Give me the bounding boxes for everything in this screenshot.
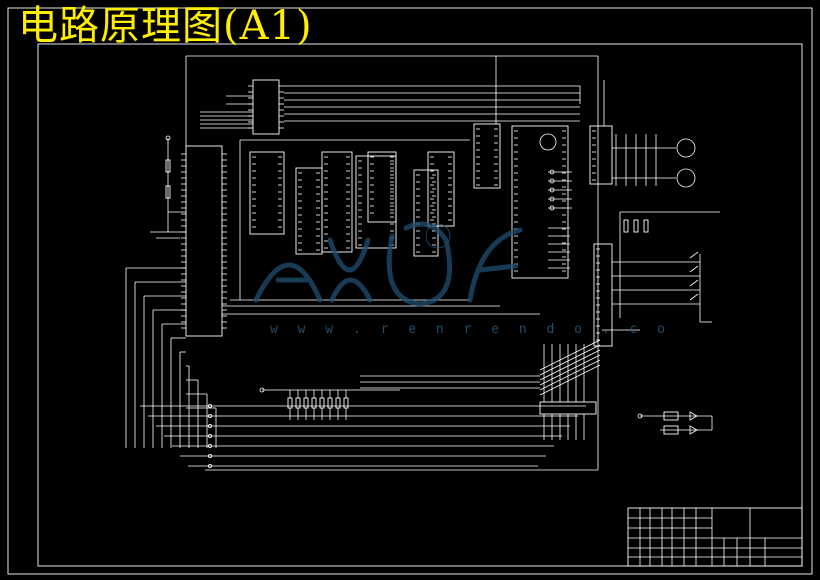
inner-frame — [37, 43, 803, 567]
resistor — [663, 411, 679, 421]
resistor — [311, 397, 317, 409]
led-symbol — [549, 169, 555, 175]
terminal — [165, 135, 171, 141]
ic-top — [252, 79, 280, 135]
connector-block — [539, 401, 597, 415]
memory-chip — [427, 151, 455, 227]
resistor — [327, 397, 333, 409]
diode-symbol — [689, 425, 698, 435]
outer-frame — [7, 7, 813, 575]
watermark-logo-stroke — [467, 227, 523, 303]
page-title: 电路原理图(A1) — [18, 3, 313, 49]
title-block — [627, 507, 803, 567]
watermark-logo-ring — [425, 223, 451, 249]
mcu-chip — [185, 145, 223, 337]
crossover-wire — [539, 344, 601, 376]
controller-chip — [511, 125, 569, 279]
resistor — [343, 397, 349, 409]
memory-chip — [321, 151, 353, 253]
resistor — [303, 397, 309, 409]
resistor — [319, 397, 325, 409]
resistor — [295, 397, 301, 409]
crossover-wire — [539, 349, 601, 381]
terminal — [637, 413, 643, 419]
switch-contact — [689, 251, 699, 259]
crossover-wire — [539, 364, 601, 396]
resistor — [663, 425, 679, 435]
resistor — [165, 159, 171, 173]
led-symbol — [549, 178, 555, 184]
connector-pin — [207, 463, 212, 468]
motor-symbol — [676, 138, 696, 158]
resistor — [643, 219, 649, 233]
resistor — [335, 397, 341, 409]
connector-pin — [207, 413, 212, 418]
memory-chip — [295, 167, 323, 255]
switch-contact — [689, 293, 699, 301]
diode-symbol — [689, 411, 698, 421]
memory-chip — [249, 151, 285, 235]
connector-pin — [207, 403, 212, 408]
watermark-url: w w w . r e n r e n d o . c o — [270, 322, 671, 337]
memory-chip — [367, 151, 397, 223]
resistor — [623, 219, 629, 233]
connector-pin — [207, 433, 212, 438]
driver-chip — [589, 125, 613, 185]
memory-chip — [473, 123, 501, 189]
resistor — [165, 185, 171, 199]
connector-pin — [207, 453, 212, 458]
connector-pin — [207, 423, 212, 428]
connector-pin — [207, 443, 212, 448]
led-symbol — [549, 196, 555, 202]
resistor — [287, 397, 293, 409]
terminal — [259, 387, 265, 393]
motor-symbol — [676, 168, 696, 188]
io-chip — [593, 243, 613, 347]
watermark-logo-stroke — [253, 262, 323, 303]
crossover-wire — [539, 354, 601, 386]
led-symbol — [549, 205, 555, 211]
switch-contact — [689, 279, 699, 287]
crossover-wire — [539, 339, 601, 371]
led-symbol — [549, 187, 555, 193]
motor-symbol — [539, 133, 557, 151]
memory-chip — [355, 155, 397, 249]
switch-contact — [689, 265, 699, 273]
resistor — [633, 219, 639, 233]
memory-chip — [413, 169, 439, 257]
watermark-logo-stroke — [327, 237, 373, 303]
watermark-logo-stroke — [386, 221, 453, 307]
crossover-wire — [539, 359, 601, 391]
